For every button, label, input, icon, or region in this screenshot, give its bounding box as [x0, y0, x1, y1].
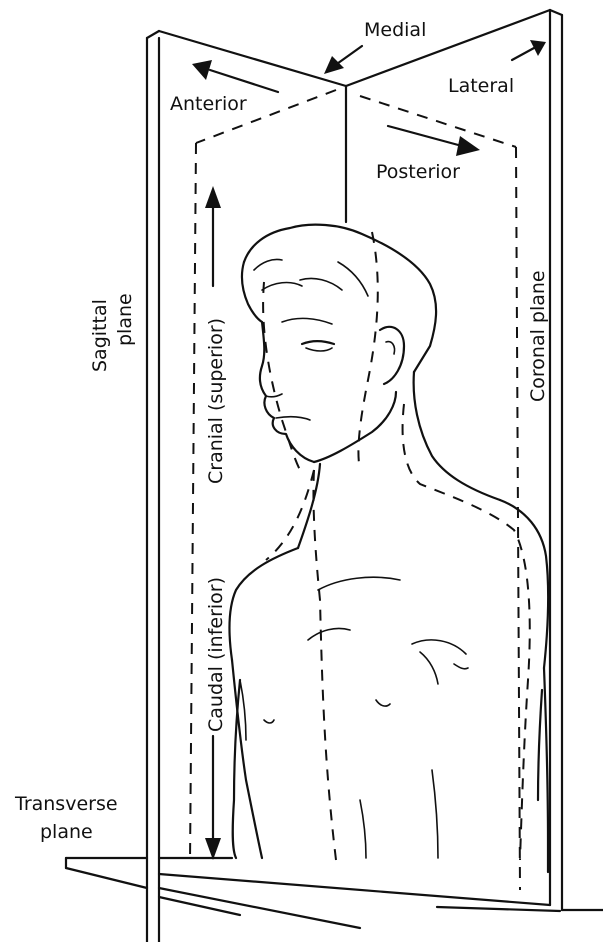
anterior-label: Anterior — [170, 93, 247, 115]
medial-label: Medial — [364, 19, 426, 41]
posterior-arrow — [388, 126, 480, 156]
coronal-plane-label: Coronal plane — [527, 270, 549, 402]
medial-arrow — [324, 46, 362, 74]
lateral-label: Lateral — [448, 75, 514, 97]
plane-dashed-edges — [190, 90, 520, 890]
lateral-arrow — [512, 40, 546, 60]
sagittal-plane-label-line1: Sagittal — [89, 299, 111, 372]
transverse-plane-label-line2: plane — [40, 821, 93, 843]
cranial-arrow — [205, 186, 221, 286]
caudal-arrow — [205, 736, 221, 860]
anterior-arrow — [192, 60, 278, 92]
transverse-plane-label-line1: Transverse — [14, 793, 118, 815]
human-figure — [229, 225, 548, 872]
sagittal-plane-label-line2: plane — [114, 293, 136, 346]
posterior-label: Posterior — [376, 161, 460, 183]
cranial-label: Cranial (superior) — [205, 318, 227, 484]
caudal-label: Caudal (inferior) — [205, 577, 227, 732]
coronal-plane — [346, 10, 562, 910]
